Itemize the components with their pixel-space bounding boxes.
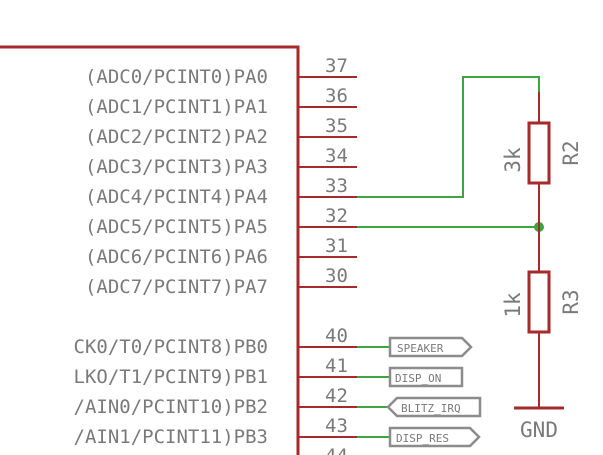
pin-name-pa6: (ADC6/PCINT6)PA6 xyxy=(85,246,268,268)
pin-number-36: 36 xyxy=(325,85,348,107)
net-label-disp-res-text: DISP_RES xyxy=(396,432,449,445)
net-label-speaker-text: SPEAKER xyxy=(397,342,444,355)
pin-lines-a xyxy=(298,76,357,288)
pin-number-40: 40 xyxy=(325,325,348,347)
pin-number-31: 31 xyxy=(325,235,348,257)
pin-name-pa4: (ADC4/PCINT4)PA4 xyxy=(85,186,268,208)
net-label-blitz-irq-text: BLITZ_IRQ xyxy=(401,402,461,415)
net-label-disp-on-text: DISP_ON xyxy=(395,372,441,385)
resistor-r2[interactable] xyxy=(527,92,551,227)
pin-number-42: 42 xyxy=(325,385,348,407)
r3-name: R3 xyxy=(559,289,583,314)
pin-name-pa7: (ADC7/PCINT7)PA7 xyxy=(85,276,268,298)
net-label-blitz-irq[interactable]: BLITZ_IRQ xyxy=(386,396,482,418)
pin-name-pa1: (ADC1/PCINT1)PA1 xyxy=(85,96,268,118)
pin-number-43: 43 xyxy=(325,415,348,437)
pin-name-pa5: (ADC5/PCINT5)PA5 xyxy=(85,216,268,238)
r3-value: 1k xyxy=(501,292,525,318)
pin-number-32: 32 xyxy=(325,205,348,227)
pin-name-pa0: (ADC0/PCINT0)PA0 xyxy=(85,66,268,88)
pin-number-35: 35 xyxy=(325,115,348,137)
chip-body xyxy=(0,45,300,455)
net-wires xyxy=(357,76,540,438)
r2-name: R2 xyxy=(559,140,583,165)
pin-number-44: 44 xyxy=(325,445,348,455)
pin-name-pb2: /AIN0/PCINT10)PB2 xyxy=(74,396,268,418)
r2-value: 3k xyxy=(501,147,525,173)
pin-number-34: 34 xyxy=(325,145,348,167)
pin-number-30: 30 xyxy=(325,265,348,287)
net-label-speaker[interactable]: SPEAKER xyxy=(388,336,473,358)
gnd-label: GND xyxy=(520,418,558,442)
resistor-r3[interactable] xyxy=(527,227,551,407)
pin-name-pb0: CK0/T0/PCINT8)PB0 xyxy=(74,336,268,358)
pin-lines-b xyxy=(298,346,357,438)
net-label-disp-res[interactable]: DISP_RES xyxy=(388,426,481,448)
pin-name-pa2: (ADC2/PCINT2)PA2 xyxy=(85,126,268,148)
pin-name-pb3: /AIN1/PCINT11)PB3 xyxy=(74,426,268,448)
pin-name-pa3: (ADC3/PCINT3)PA3 xyxy=(85,156,268,178)
pin-name-pb1: LKO/T1/PCINT9)PB1 xyxy=(74,366,268,388)
pin-number-37: 37 xyxy=(325,55,348,77)
pin-number-41: 41 xyxy=(325,355,348,377)
net-label-disp-on[interactable]: DISP_ON xyxy=(388,366,464,388)
pin-number-33: 33 xyxy=(325,175,348,197)
